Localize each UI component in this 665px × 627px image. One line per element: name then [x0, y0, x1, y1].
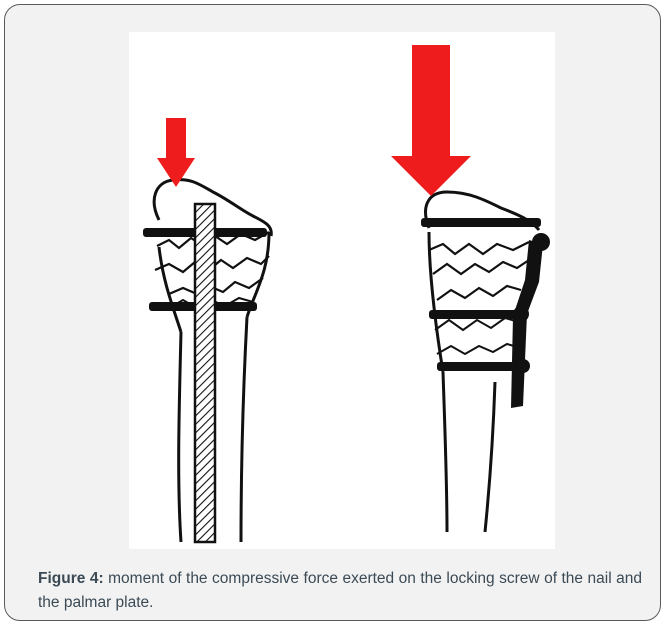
plate-fixation-drawing [391, 45, 550, 532]
figure-frame: Figure 4: moment of the compressive forc… [4, 4, 661, 621]
force-arrow-large-icon [391, 45, 471, 196]
figure-caption-text: moment of the compressive force exerted … [38, 570, 642, 611]
force-arrow-small-icon [157, 118, 195, 187]
figure-label: Figure 4: [38, 570, 104, 587]
figure-illustration [129, 32, 555, 549]
nail-fixation-drawing [143, 118, 271, 542]
figure-caption: Figure 4: moment of the compressive forc… [38, 567, 642, 615]
